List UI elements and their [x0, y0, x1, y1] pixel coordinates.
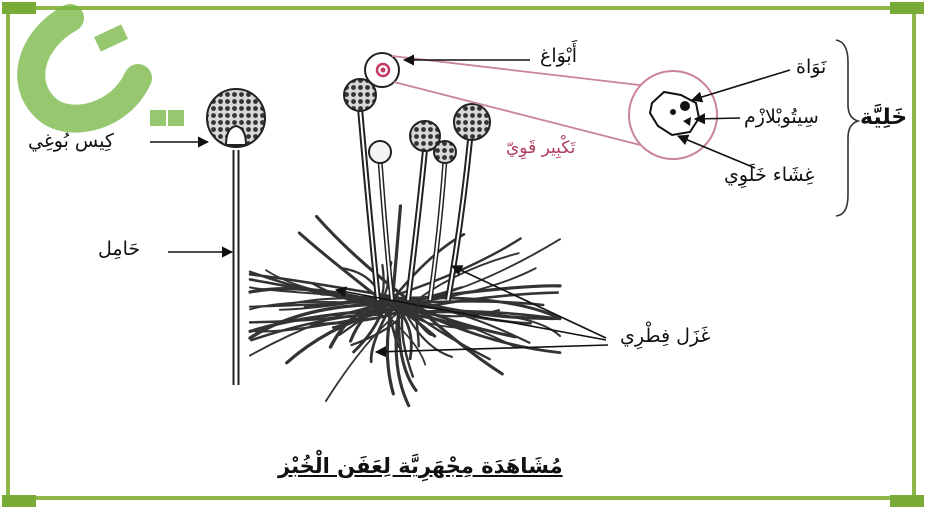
label-stalk: حَامِل	[98, 240, 140, 259]
label-spores: أَبْوَاغ	[540, 47, 577, 66]
hypha-strand	[393, 206, 401, 297]
label-sporangium: كِيس بُوغِي	[28, 132, 114, 151]
cell-bracket	[836, 40, 858, 216]
label-cell: خَلِيَّة	[860, 107, 907, 129]
label-cytoplasm: سِيتُوبْلازْم	[744, 108, 819, 127]
label-nucleus: نَوَاة	[796, 58, 826, 77]
hyphae-network	[250, 206, 560, 406]
label-hyphae: غَزَل فِطْرِي	[620, 327, 710, 346]
watermark-logo	[31, 18, 184, 126]
cell-zoom-circle	[629, 71, 717, 159]
label-cell-membrane: غِشَاء خَلَوِي	[724, 166, 814, 185]
label-magnification: تَكْبِير قَوِيّ	[506, 140, 575, 157]
spores-zoom-circle	[365, 53, 399, 87]
diagram-caption: مُشَاهَدَة مِجْهَرِيَّة لِعَفَن الْخُبْز	[278, 456, 563, 477]
main-sporangium	[207, 89, 265, 385]
